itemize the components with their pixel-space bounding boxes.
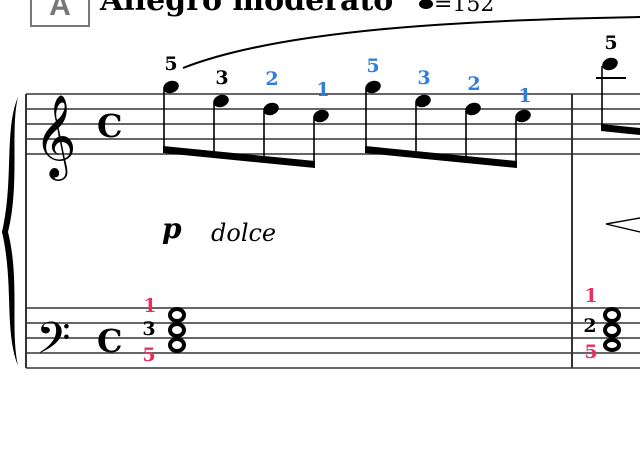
expression-text: dolce — [211, 219, 276, 247]
beam — [601, 124, 640, 135]
fingering: 1 — [316, 79, 329, 101]
fingering: 5 — [164, 53, 177, 75]
fingering: 5 — [584, 341, 597, 363]
treble-clef-icon: 𝄞 — [34, 93, 77, 181]
rehearsal-box — [30, 0, 90, 27]
fingering: 1 — [584, 285, 597, 307]
fingering: 1 — [143, 295, 156, 317]
rehearsal-mark: A — [49, 0, 71, 22]
treble-staff — [26, 93, 640, 155]
fingering: 5 — [142, 344, 155, 366]
dynamic-marking: p — [162, 212, 182, 245]
beam — [365, 146, 517, 168]
bass-staff — [26, 307, 640, 369]
bass-clef-icon: 𝄢 — [36, 312, 71, 375]
fingering: 3 — [417, 67, 430, 89]
quarter-note-icon — [419, 0, 433, 9]
beam — [163, 146, 315, 168]
fingering: 1 — [518, 85, 531, 107]
treble-notes — [163, 57, 618, 123]
fingering: 2 — [265, 68, 278, 90]
brace — [2, 97, 18, 366]
metronome-mark: =152 — [434, 0, 494, 17]
hairpin — [605, 217, 640, 233]
fingering: 3 — [142, 318, 155, 340]
bass-time-signature: C — [97, 322, 122, 360]
fingering: 2 — [467, 73, 480, 95]
fingering: 2 — [583, 315, 596, 337]
slur — [182, 16, 640, 69]
tempo-text: Allegro moderato — [99, 0, 393, 18]
bass-chord — [603, 307, 621, 352]
fingering: 5 — [604, 32, 617, 54]
treble-time-signature: C — [97, 107, 122, 145]
fingering: 3 — [215, 67, 228, 89]
fingering: 5 — [366, 55, 379, 77]
bass-chord — [168, 307, 186, 353]
stems — [163, 66, 626, 165]
